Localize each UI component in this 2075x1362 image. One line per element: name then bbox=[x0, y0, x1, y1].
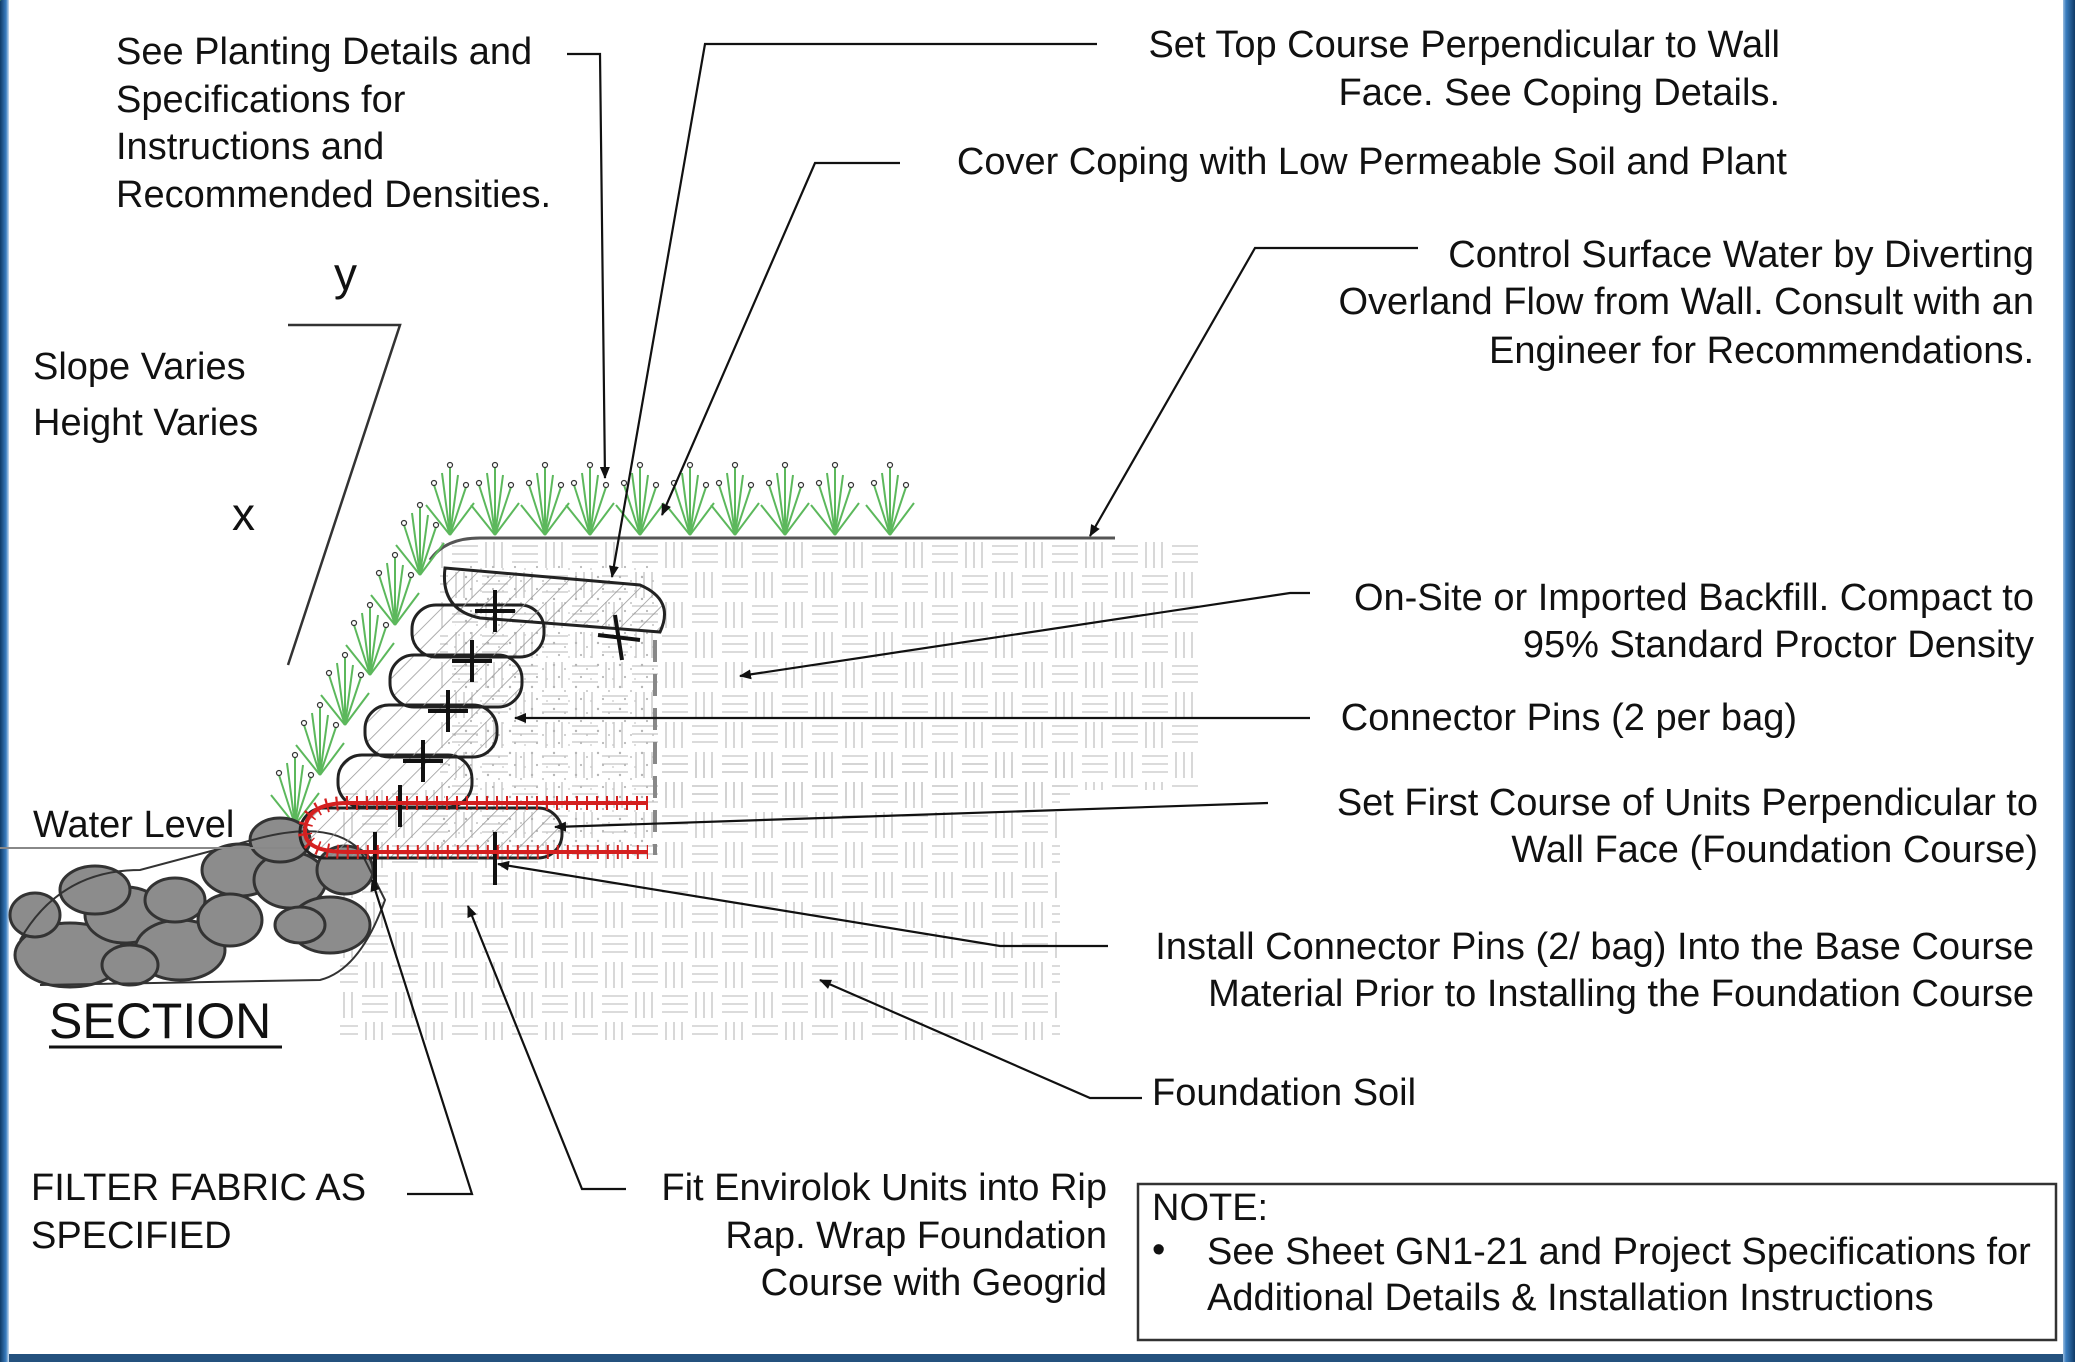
connector-pins-note: Connector Pins (2 per bag) bbox=[1341, 697, 1797, 739]
planting-note-line-1: See Planting Details and bbox=[116, 31, 532, 73]
filter-fabric-note-line-2: SPECIFIED bbox=[31, 1215, 232, 1257]
section-title: SECTION bbox=[49, 993, 271, 1049]
height-varies-label: Height Varies bbox=[33, 402, 258, 444]
note-bullet: • bbox=[1152, 1229, 1165, 1271]
annotation-labels: See Planting Details and Specifications … bbox=[31, 24, 2038, 1319]
planting-note-line-4: Recommended Densities. bbox=[116, 174, 551, 216]
fit-units-note-line-3: Course with Geogrid bbox=[761, 1262, 1107, 1304]
backfill-note-line-1: On-Site or Imported Backfill. Compact to bbox=[1354, 577, 2034, 619]
top-course-note-line-1: Set Top Course Perpendicular to Wall bbox=[1148, 24, 1780, 66]
surface-water-note-line-2: Overland Flow from Wall. Consult with an bbox=[1339, 281, 2035, 323]
water-level-label: Water Level bbox=[33, 804, 234, 846]
cover-coping-note: Cover Coping with Low Permeable Soil and… bbox=[957, 141, 1788, 183]
slope-y-label: y bbox=[334, 248, 357, 300]
surface-water-note-line-3: Engineer for Recommendations. bbox=[1489, 330, 2034, 372]
note-line-2: Additional Details & Installation Instru… bbox=[1207, 1277, 1934, 1319]
connector-pins bbox=[373, 590, 641, 885]
slope-triangle bbox=[286, 323, 402, 666]
filter-fabric-note-line-1: FILTER FABRIC AS bbox=[31, 1167, 366, 1209]
geogrid-wrap bbox=[297, 796, 648, 859]
fit-units-note-line-2: Rap. Wrap Foundation bbox=[725, 1215, 1107, 1257]
top-course-note-line-2: Face. See Coping Details. bbox=[1339, 72, 1780, 114]
note-title: NOTE: bbox=[1152, 1187, 1268, 1229]
slope-x-label: x bbox=[232, 488, 255, 540]
note-line-1: See Sheet GN1-21 and Project Specificati… bbox=[1207, 1231, 2031, 1273]
slope-varies-label: Slope Varies bbox=[33, 346, 246, 388]
note-box bbox=[1136, 1182, 2058, 1342]
first-course-note-line-2: Wall Face (Foundation Course) bbox=[1511, 829, 2038, 871]
first-course-note-line-1: Set First Course of Units Perpendicular … bbox=[1337, 782, 2038, 824]
leader-lines bbox=[370, 42, 1418, 1196]
foundation-soil-label: Foundation Soil bbox=[1152, 1072, 1416, 1114]
rip-rap-stones bbox=[8, 816, 375, 989]
backfill-note-line-2: 95% Standard Proctor Density bbox=[1523, 624, 2034, 666]
envirolok-units bbox=[298, 566, 666, 860]
install-pins-note-line-2: Material Prior to Installing the Foundat… bbox=[1208, 973, 2034, 1015]
install-pins-note-line-1: Install Connector Pins (2/ bag) Into the… bbox=[1155, 926, 2034, 968]
fit-units-note-line-1: Fit Envirolok Units into Rip bbox=[661, 1167, 1107, 1209]
planting-note-line-2: Specifications for bbox=[116, 79, 406, 121]
planting-note-line-3: Instructions and bbox=[116, 126, 384, 168]
surface-water-note-line-1: Control Surface Water by Diverting bbox=[1448, 234, 2034, 276]
